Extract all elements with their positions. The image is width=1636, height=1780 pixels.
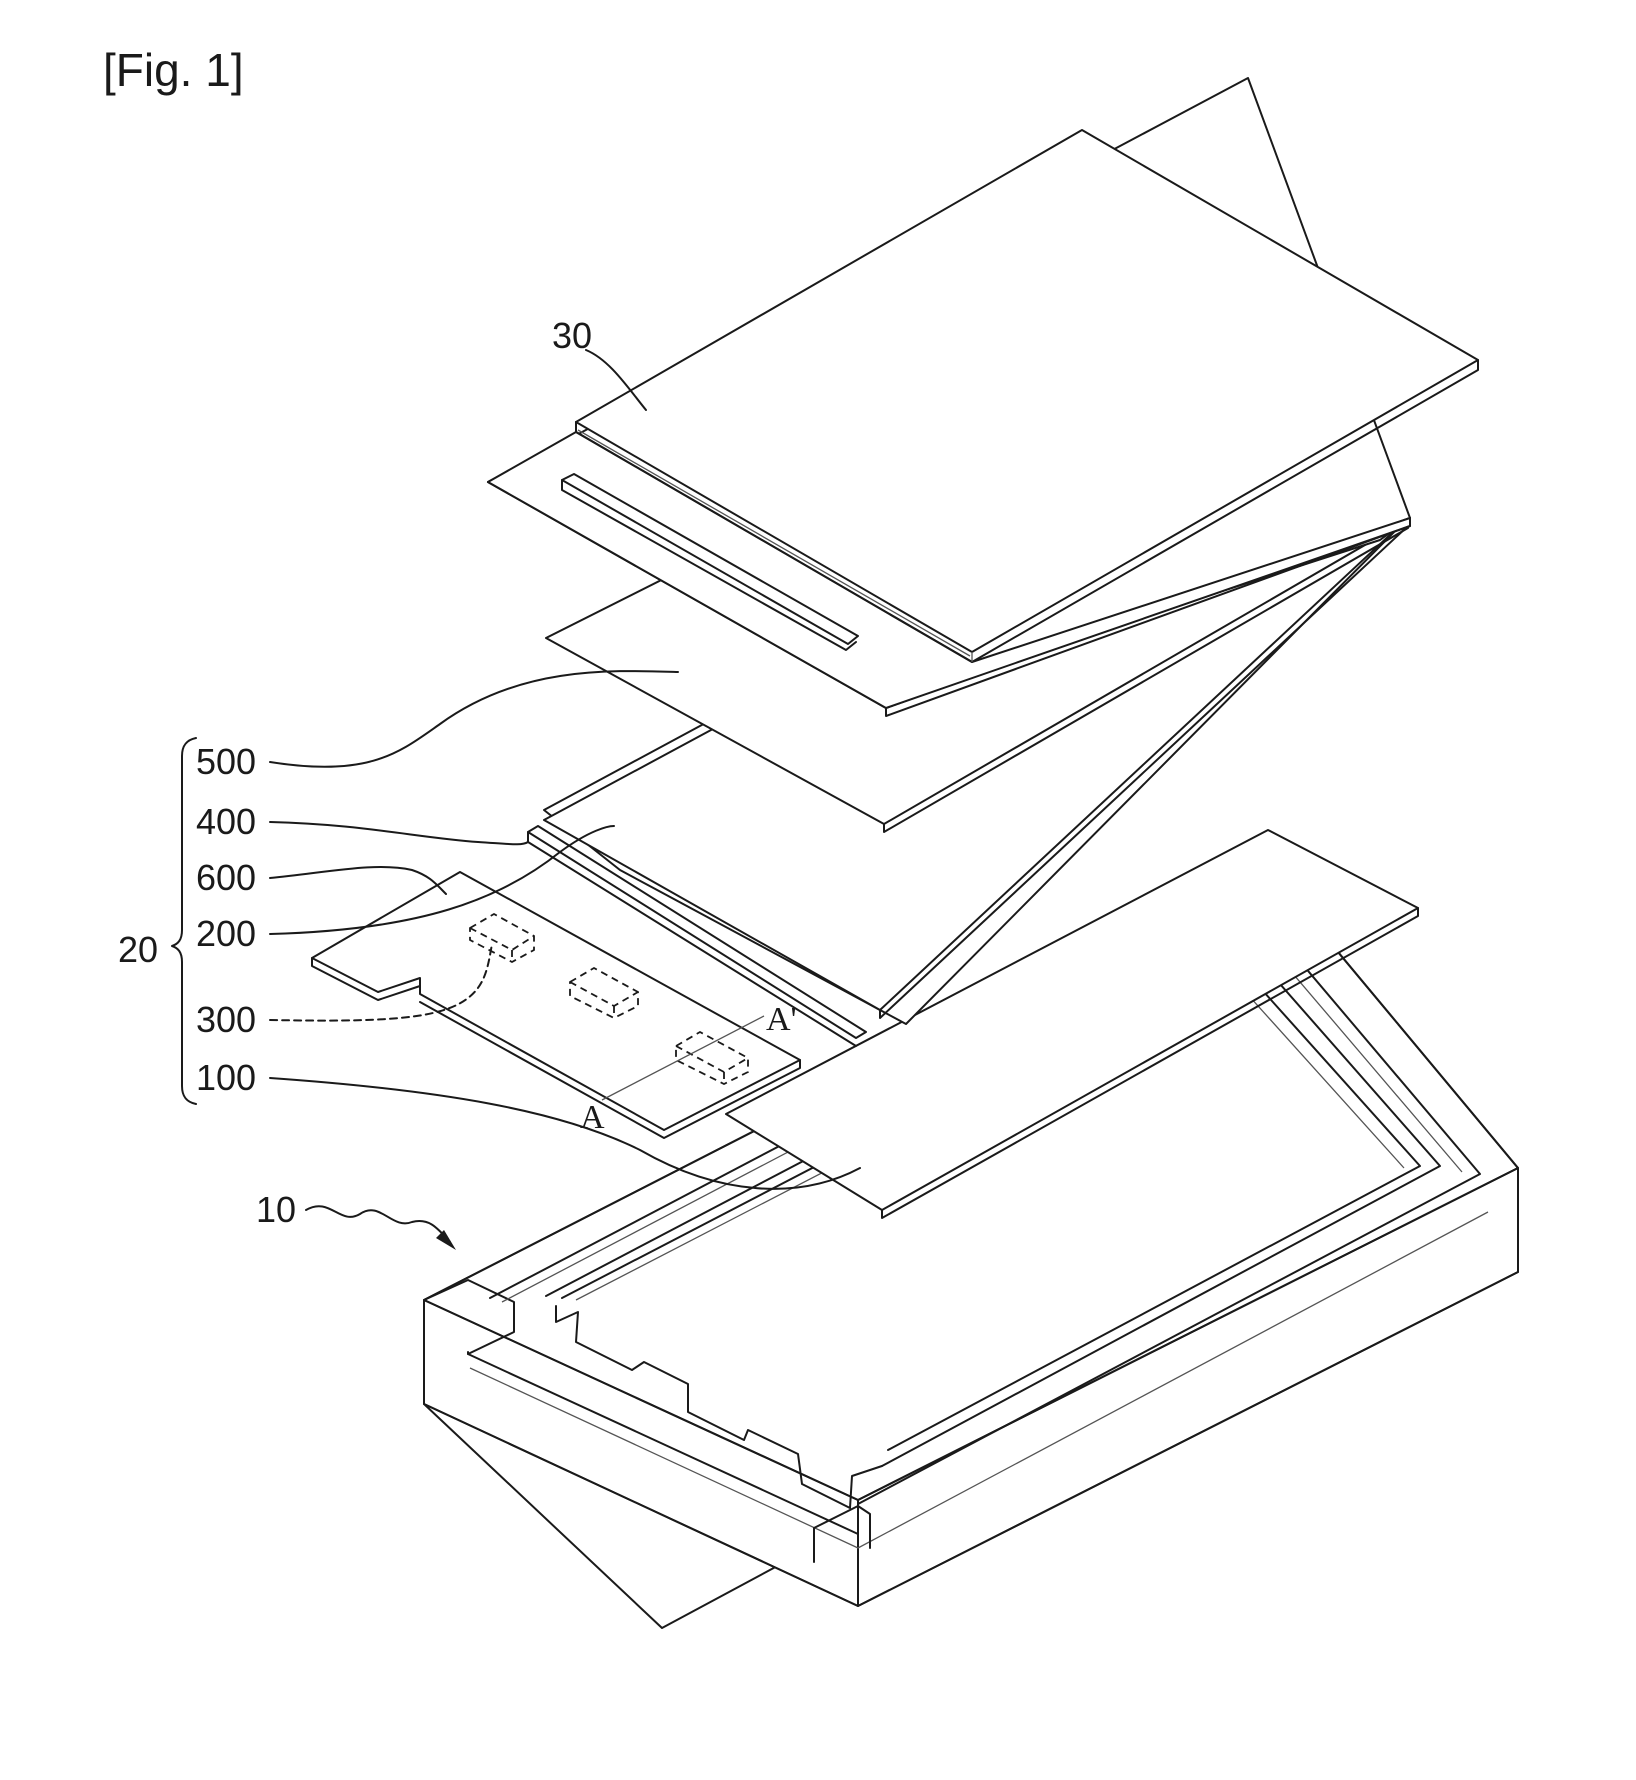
label-30: 30 xyxy=(552,315,592,356)
figure-title: [Fig. 1] xyxy=(103,44,244,96)
label-200: 200 xyxy=(196,913,256,954)
label-section-a: A xyxy=(580,1099,605,1136)
leader-500 xyxy=(270,671,678,767)
label-100: 100 xyxy=(196,1057,256,1098)
label-300: 300 xyxy=(196,999,256,1040)
leader-10 xyxy=(306,1206,450,1242)
label-400: 400 xyxy=(196,801,256,842)
group-20-brace xyxy=(172,738,196,1104)
label-section-a-prime: A' xyxy=(766,1001,797,1038)
label-600: 600 xyxy=(196,857,256,898)
leader-600 xyxy=(270,867,446,894)
label-10: 10 xyxy=(256,1189,296,1230)
label-20: 20 xyxy=(118,929,158,970)
arrowhead-10 xyxy=(436,1230,456,1250)
label-500: 500 xyxy=(196,741,256,782)
leader-400 xyxy=(270,822,528,844)
